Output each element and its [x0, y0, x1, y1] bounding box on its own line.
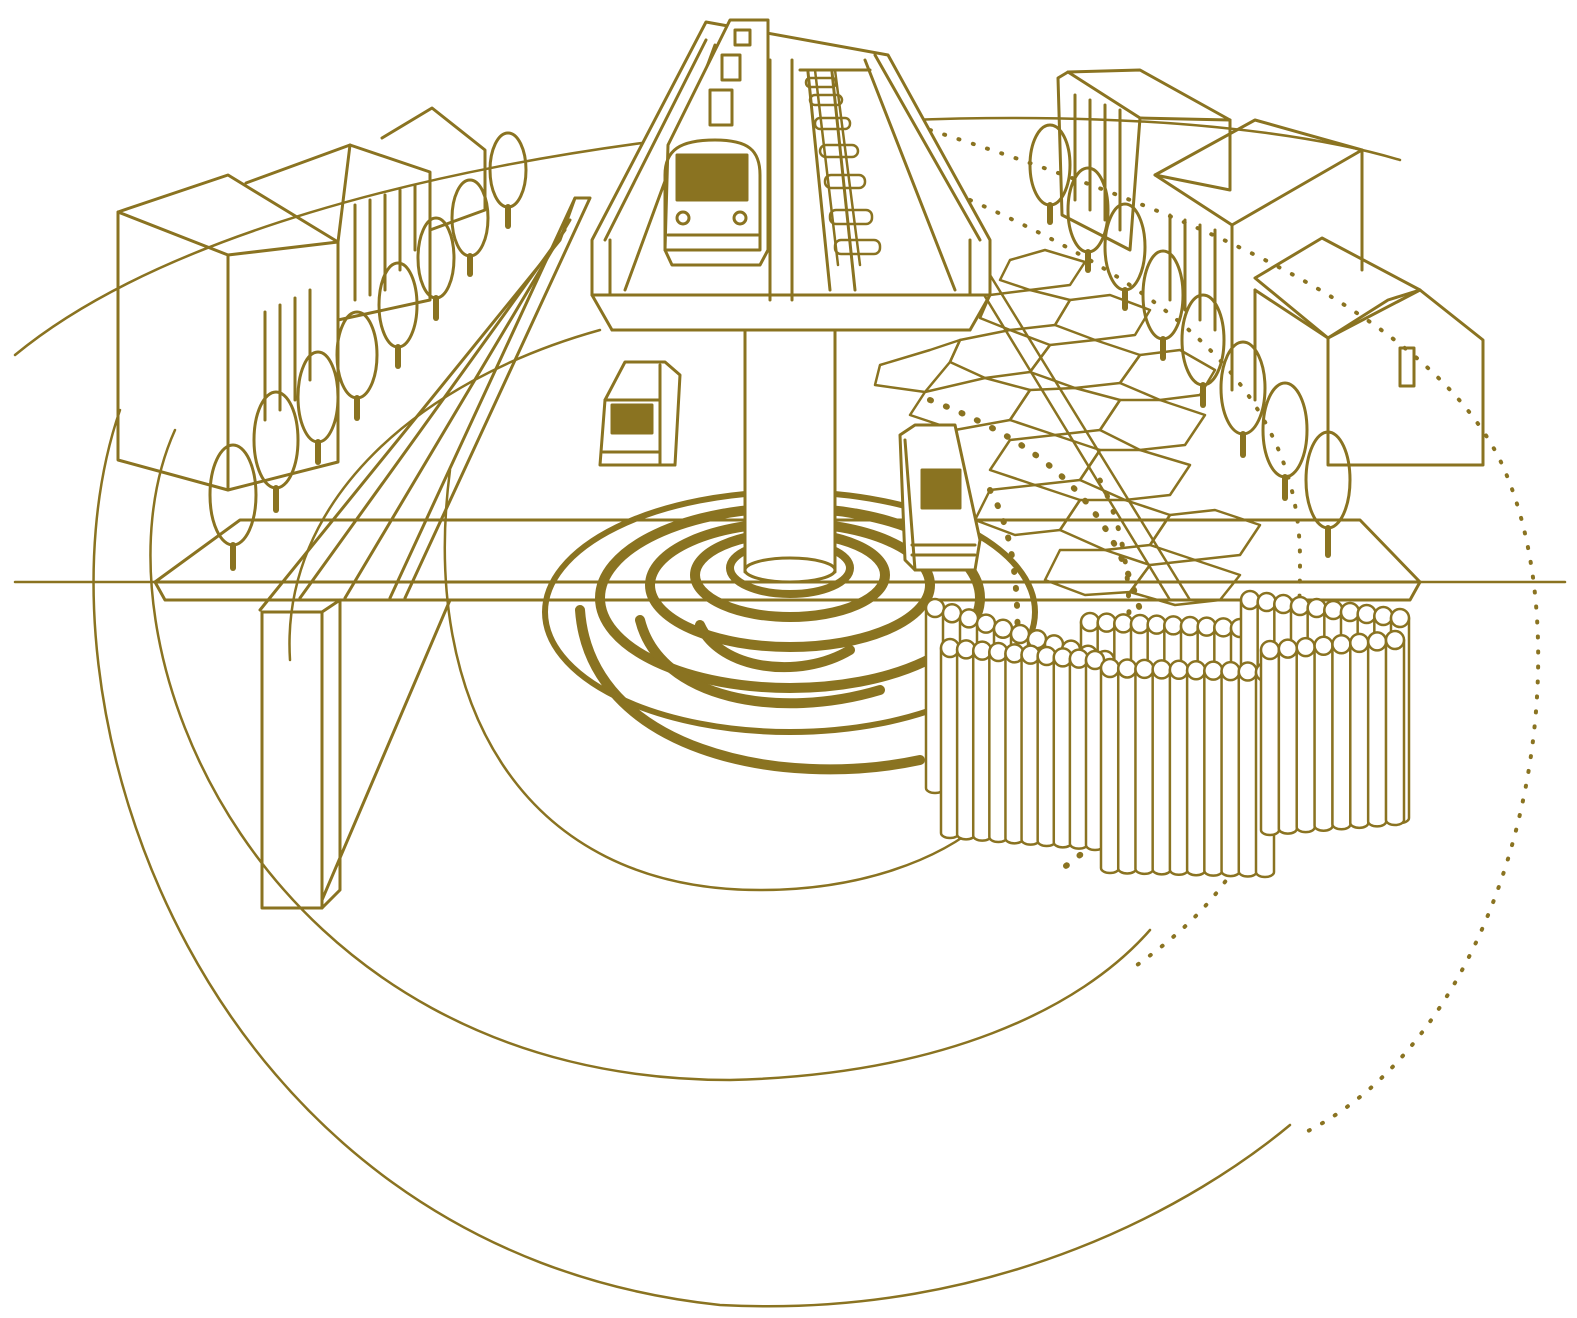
pile — [1170, 661, 1188, 875]
pile — [1135, 660, 1153, 874]
pile — [1187, 661, 1205, 875]
building-window — [1400, 348, 1414, 386]
pile — [1101, 659, 1119, 873]
pile — [1153, 660, 1171, 874]
road-lane-2 — [300, 230, 565, 598]
pile — [1315, 637, 1333, 831]
pile — [1239, 663, 1257, 877]
pile — [1332, 635, 1350, 829]
elevated-railway-viaduct — [592, 22, 990, 330]
pile — [1386, 631, 1404, 825]
retaining-barrier — [262, 612, 322, 908]
pile-wall — [926, 591, 1409, 877]
car-left — [600, 362, 680, 465]
pile — [1297, 638, 1315, 832]
car-right — [900, 425, 980, 570]
buildings-right — [1058, 70, 1483, 465]
road-lane-1 — [345, 220, 570, 598]
viaduct-pier — [745, 330, 835, 582]
pile — [1261, 641, 1279, 835]
road — [390, 198, 590, 598]
pile — [1118, 659, 1136, 873]
train-windshield — [677, 155, 747, 200]
pile — [1222, 662, 1240, 876]
pile — [1350, 634, 1368, 828]
tree-row-right — [1030, 125, 1350, 555]
pile — [1204, 662, 1222, 876]
pile — [1368, 632, 1386, 826]
train — [665, 20, 768, 265]
pile — [1279, 640, 1297, 834]
